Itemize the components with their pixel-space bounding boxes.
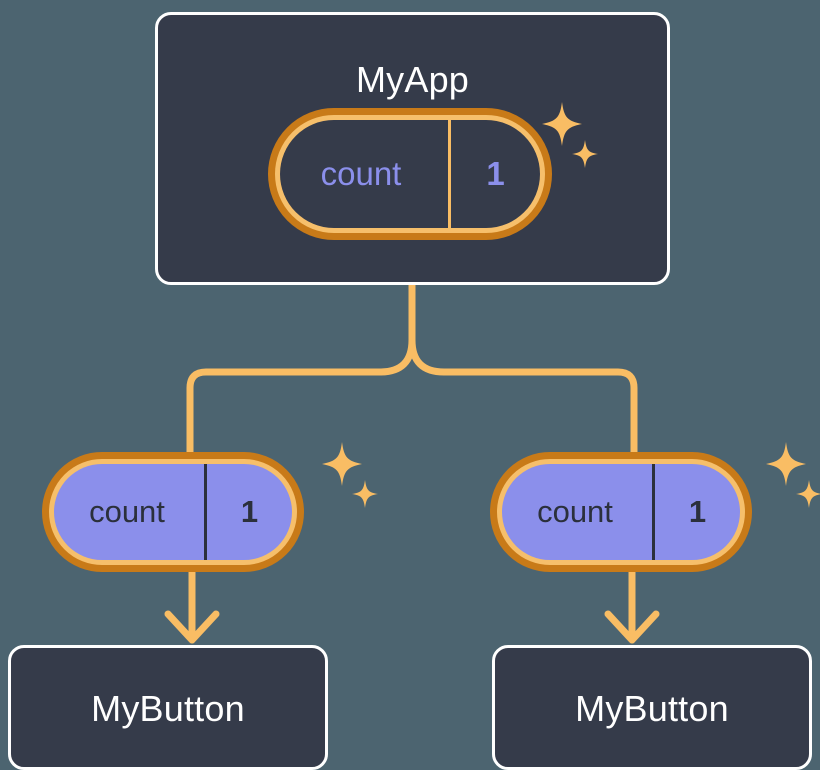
state-pill-inner: count 1: [54, 464, 292, 560]
branch-left: [186, 281, 416, 456]
arrow-down-icon-left: [164, 568, 220, 644]
node-mybutton-card-right[interactable]: MyButton: [492, 645, 812, 770]
state-value-label: 1: [204, 464, 292, 560]
state-pill-right[interactable]: count 1: [490, 452, 752, 572]
state-pill-myapp[interactable]: count 1: [268, 108, 552, 240]
state-pill-capsule: count 1: [490, 452, 752, 572]
node-myapp-title: MyApp: [355, 59, 470, 100]
branch-right: [408, 281, 638, 456]
state-pill-capsule: count 1: [268, 108, 552, 240]
state-pill-capsule: count 1: [42, 452, 304, 572]
state-key-label: count: [89, 494, 165, 529]
node-mybutton-card-left[interactable]: MyButton: [8, 645, 328, 770]
state-key-label: count: [537, 494, 613, 529]
arrow-down-icon-right: [604, 568, 660, 644]
state-key-label: count: [320, 155, 402, 192]
state-value-label: 1: [448, 120, 540, 228]
node-mybutton-title: MyButton: [575, 688, 729, 729]
state-pill-left[interactable]: count 1: [42, 452, 304, 572]
state-pill-inner: count 1: [502, 464, 740, 560]
node-mybutton-title: MyButton: [91, 688, 245, 729]
state-value-label: 1: [652, 464, 740, 560]
state-pill-inner: count 1: [280, 120, 540, 228]
